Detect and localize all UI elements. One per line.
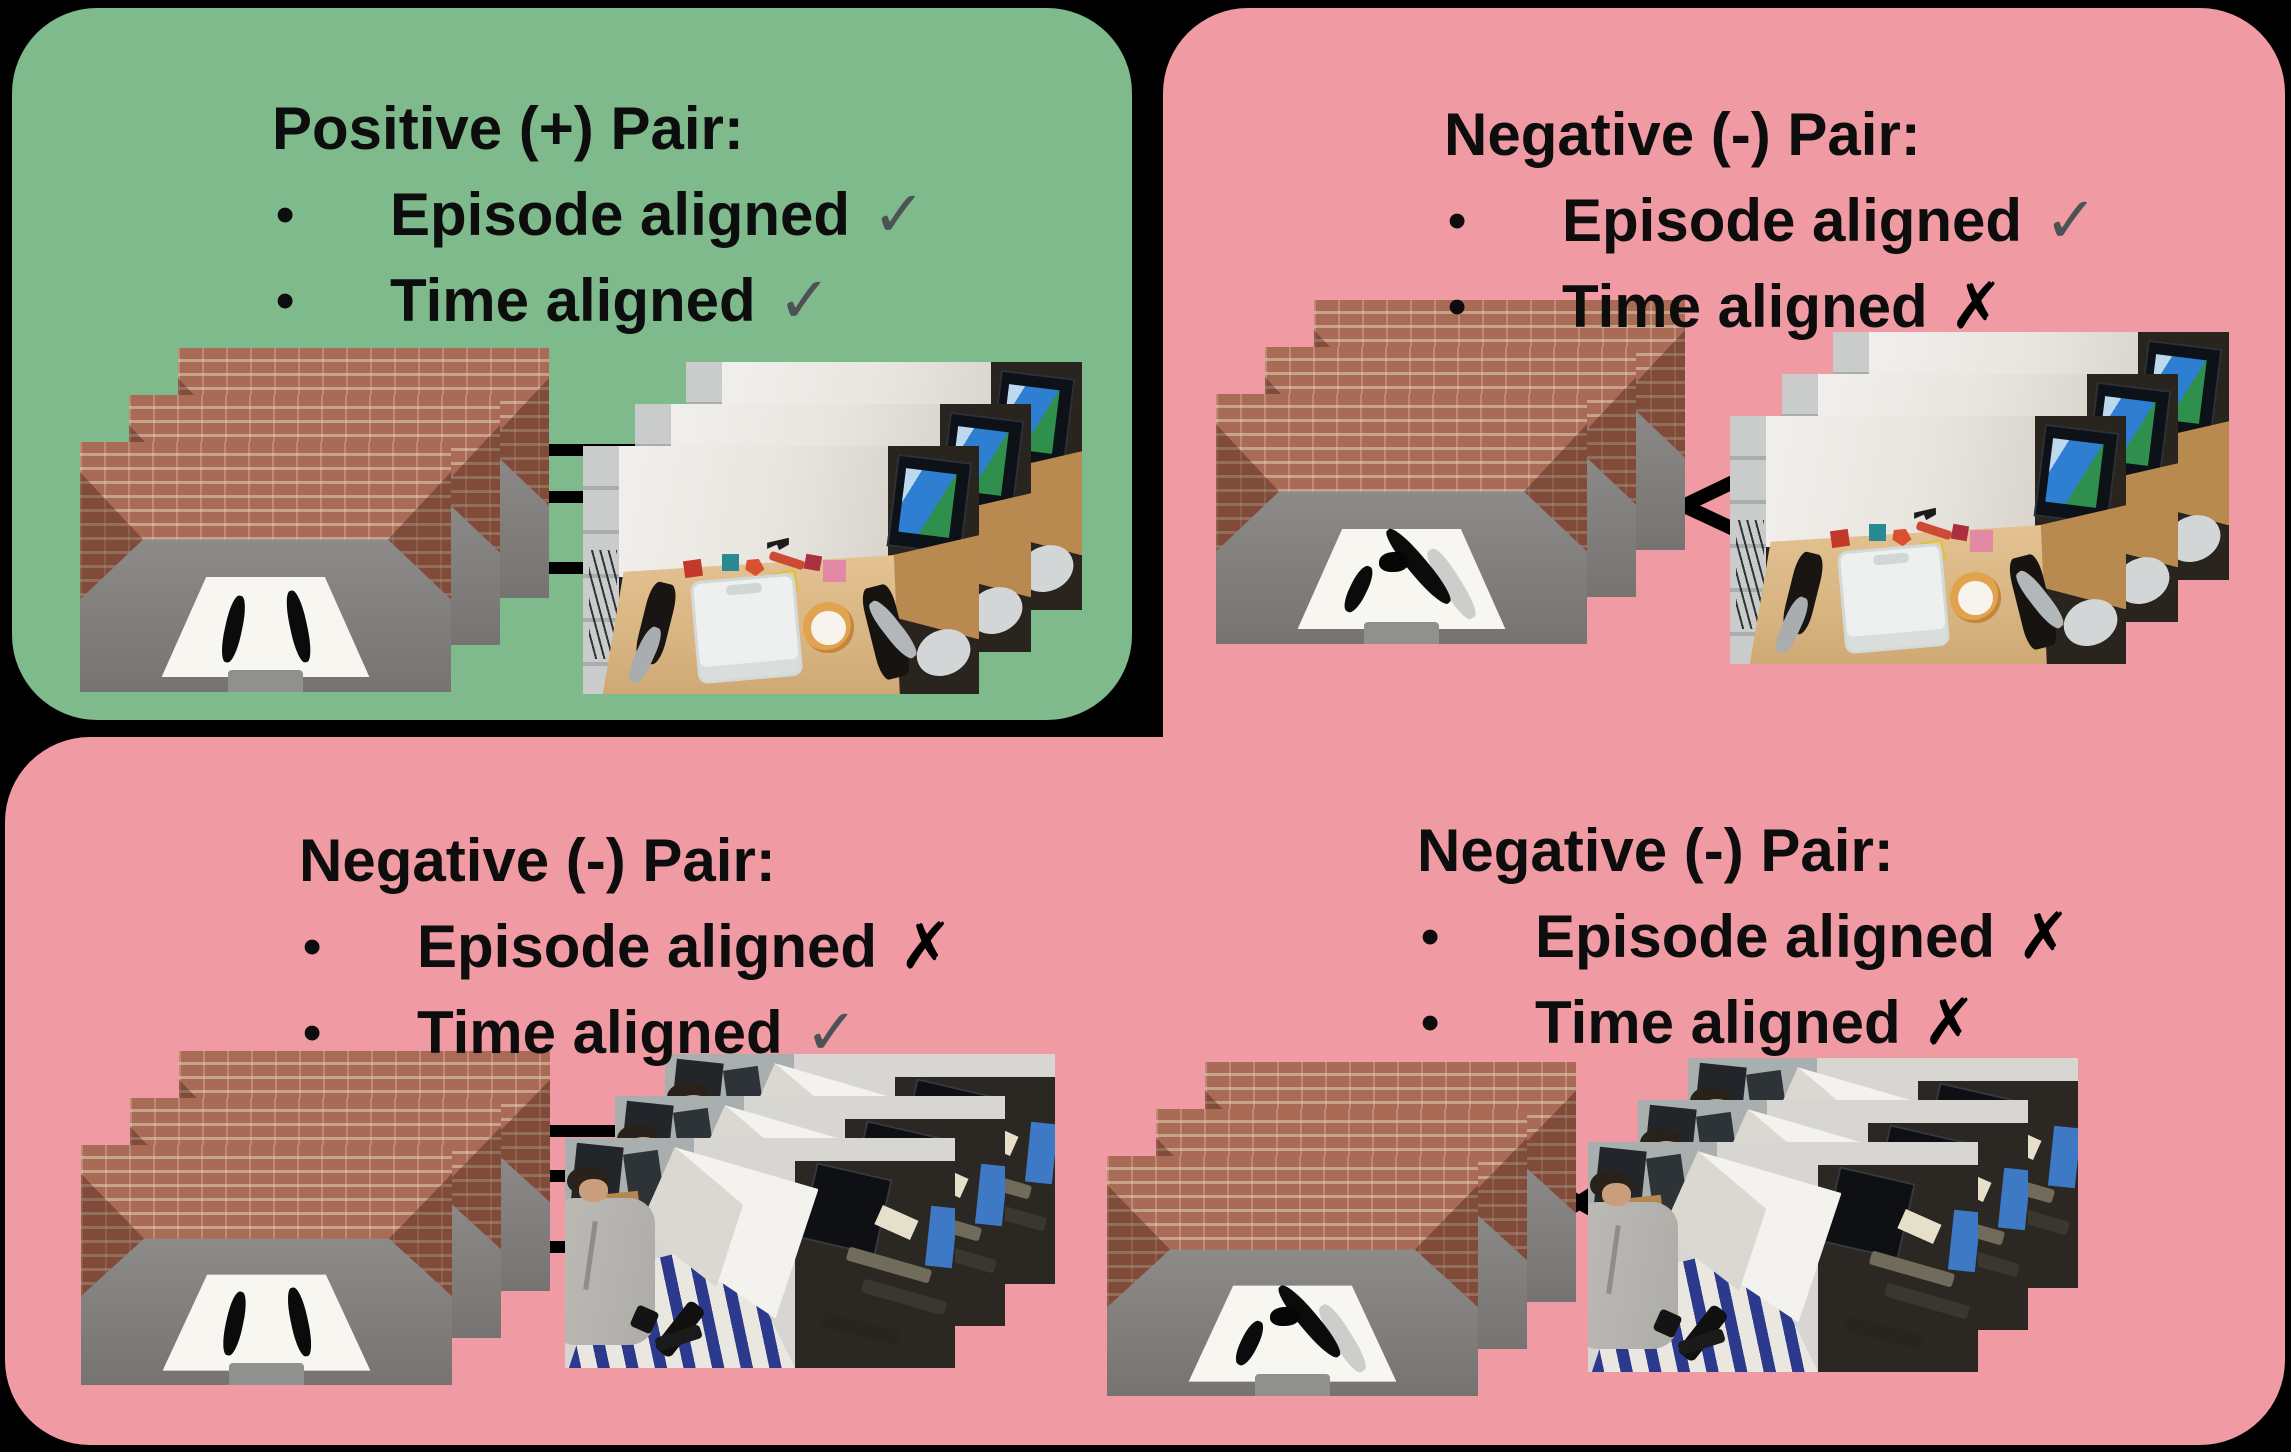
bullet-label: Time aligned [390, 267, 756, 334]
cross-icon: ✗ [1949, 270, 2004, 344]
pair-label-block: Negative (-) Pair: • Episode aligned ✗ •… [299, 818, 953, 1076]
bullet-episode-aligned: • Episode aligned ✗ [1417, 894, 2071, 980]
monitor-screen [898, 467, 957, 539]
cross-icon: ✗ [2017, 900, 2071, 974]
bullet-label: Time aligned [1535, 989, 1901, 1056]
sim-frame [81, 1145, 452, 1385]
person-face [1601, 1183, 1631, 1207]
blue-screen [924, 1205, 955, 1269]
sim-frame [80, 442, 451, 692]
blue-screen [1024, 1121, 1055, 1185]
bullet-label: Episode aligned [1562, 187, 2023, 254]
pair-label-block: Negative (-) Pair: • Episode aligned ✓ •… [1444, 92, 2098, 350]
pair-label-block: Negative (-) Pair: • Episode aligned ✗ •… [1417, 808, 2071, 1066]
pair-title: Positive (+) Pair: [272, 95, 744, 162]
cross-icon: ✗ [899, 910, 953, 984]
crimson-cube [803, 553, 822, 572]
rp-frame [1588, 1142, 1978, 1372]
check-icon: ✓ [872, 178, 926, 252]
red-cube [1829, 528, 1850, 549]
check-icon: ✓ [2044, 184, 2098, 258]
check-icon: ✓ [804, 996, 859, 1070]
sim-robot-base [1255, 1374, 1330, 1396]
bullet-dot: • [276, 272, 295, 330]
sim-robot-base [1364, 621, 1439, 644]
sim-frame [1216, 394, 1587, 644]
pair-label-block: Positive (+) Pair: • Episode aligned ✓ •… [272, 86, 926, 344]
rt-frame [1730, 416, 2126, 664]
bullet-label: Time aligned [1562, 273, 1928, 340]
pink-cube [1969, 530, 1994, 553]
bullet-episode-aligned: • Episode aligned ✓ [272, 172, 926, 258]
clock-face [1958, 580, 1993, 615]
crimson-cube [1950, 523, 1969, 542]
bullet-time-aligned: • Time aligned ✗ [1444, 264, 2098, 350]
pair-title: Negative (-) Pair: [299, 827, 776, 894]
monitor-screen [2045, 437, 2104, 509]
sim-frame [1107, 1156, 1478, 1396]
sim-gripper [1379, 551, 1409, 572]
bullet-dot: • [1421, 994, 1440, 1052]
person-face [578, 1179, 608, 1203]
sim-robot-base [228, 669, 303, 692]
blue-screen [1997, 1167, 2028, 1231]
cross-icon: ✗ [1922, 986, 1977, 1060]
pink-cube [822, 560, 847, 583]
rt-frame [583, 446, 979, 694]
bullet-time-aligned: • Time aligned ✗ [1417, 980, 2071, 1066]
bullet-dot: • [1421, 908, 1440, 966]
bullet-episode-aligned: • Episode aligned ✓ [1444, 178, 2098, 264]
pair-title: Negative (-) Pair: [1444, 101, 1921, 168]
bullet-dot: • [1448, 278, 1467, 336]
check-icon: ✓ [777, 264, 832, 338]
bullet-dot: • [303, 918, 322, 976]
bullet-dot: • [276, 186, 295, 244]
bullet-label: Episode aligned [417, 913, 878, 980]
blue-screen [974, 1163, 1005, 1227]
bullet-episode-aligned: • Episode aligned ✗ [299, 904, 953, 990]
white-curtain [1761, 416, 2039, 548]
bullet-label: Episode aligned [390, 181, 851, 248]
bullet-dot: • [1448, 192, 1467, 250]
red-cube [682, 558, 703, 579]
blue-screen [1947, 1209, 1978, 1273]
teal-cube [721, 553, 740, 572]
teal-cube [1868, 523, 1887, 542]
sim-robot-base [229, 1363, 304, 1385]
bullet-label: Time aligned [417, 999, 783, 1066]
bullet-label: Episode aligned [1535, 903, 1996, 970]
blue-screen [2047, 1125, 2078, 1189]
pair-title: Negative (-) Pair: [1417, 817, 1894, 884]
bullet-dot: • [303, 1004, 322, 1062]
clock-face [811, 610, 846, 645]
sim-gripper [1270, 1307, 1300, 1327]
bullet-time-aligned: • Time aligned ✓ [272, 258, 926, 344]
white-curtain [614, 446, 892, 578]
bullet-time-aligned: • Time aligned ✓ [299, 990, 953, 1076]
rp-frame [565, 1138, 955, 1368]
